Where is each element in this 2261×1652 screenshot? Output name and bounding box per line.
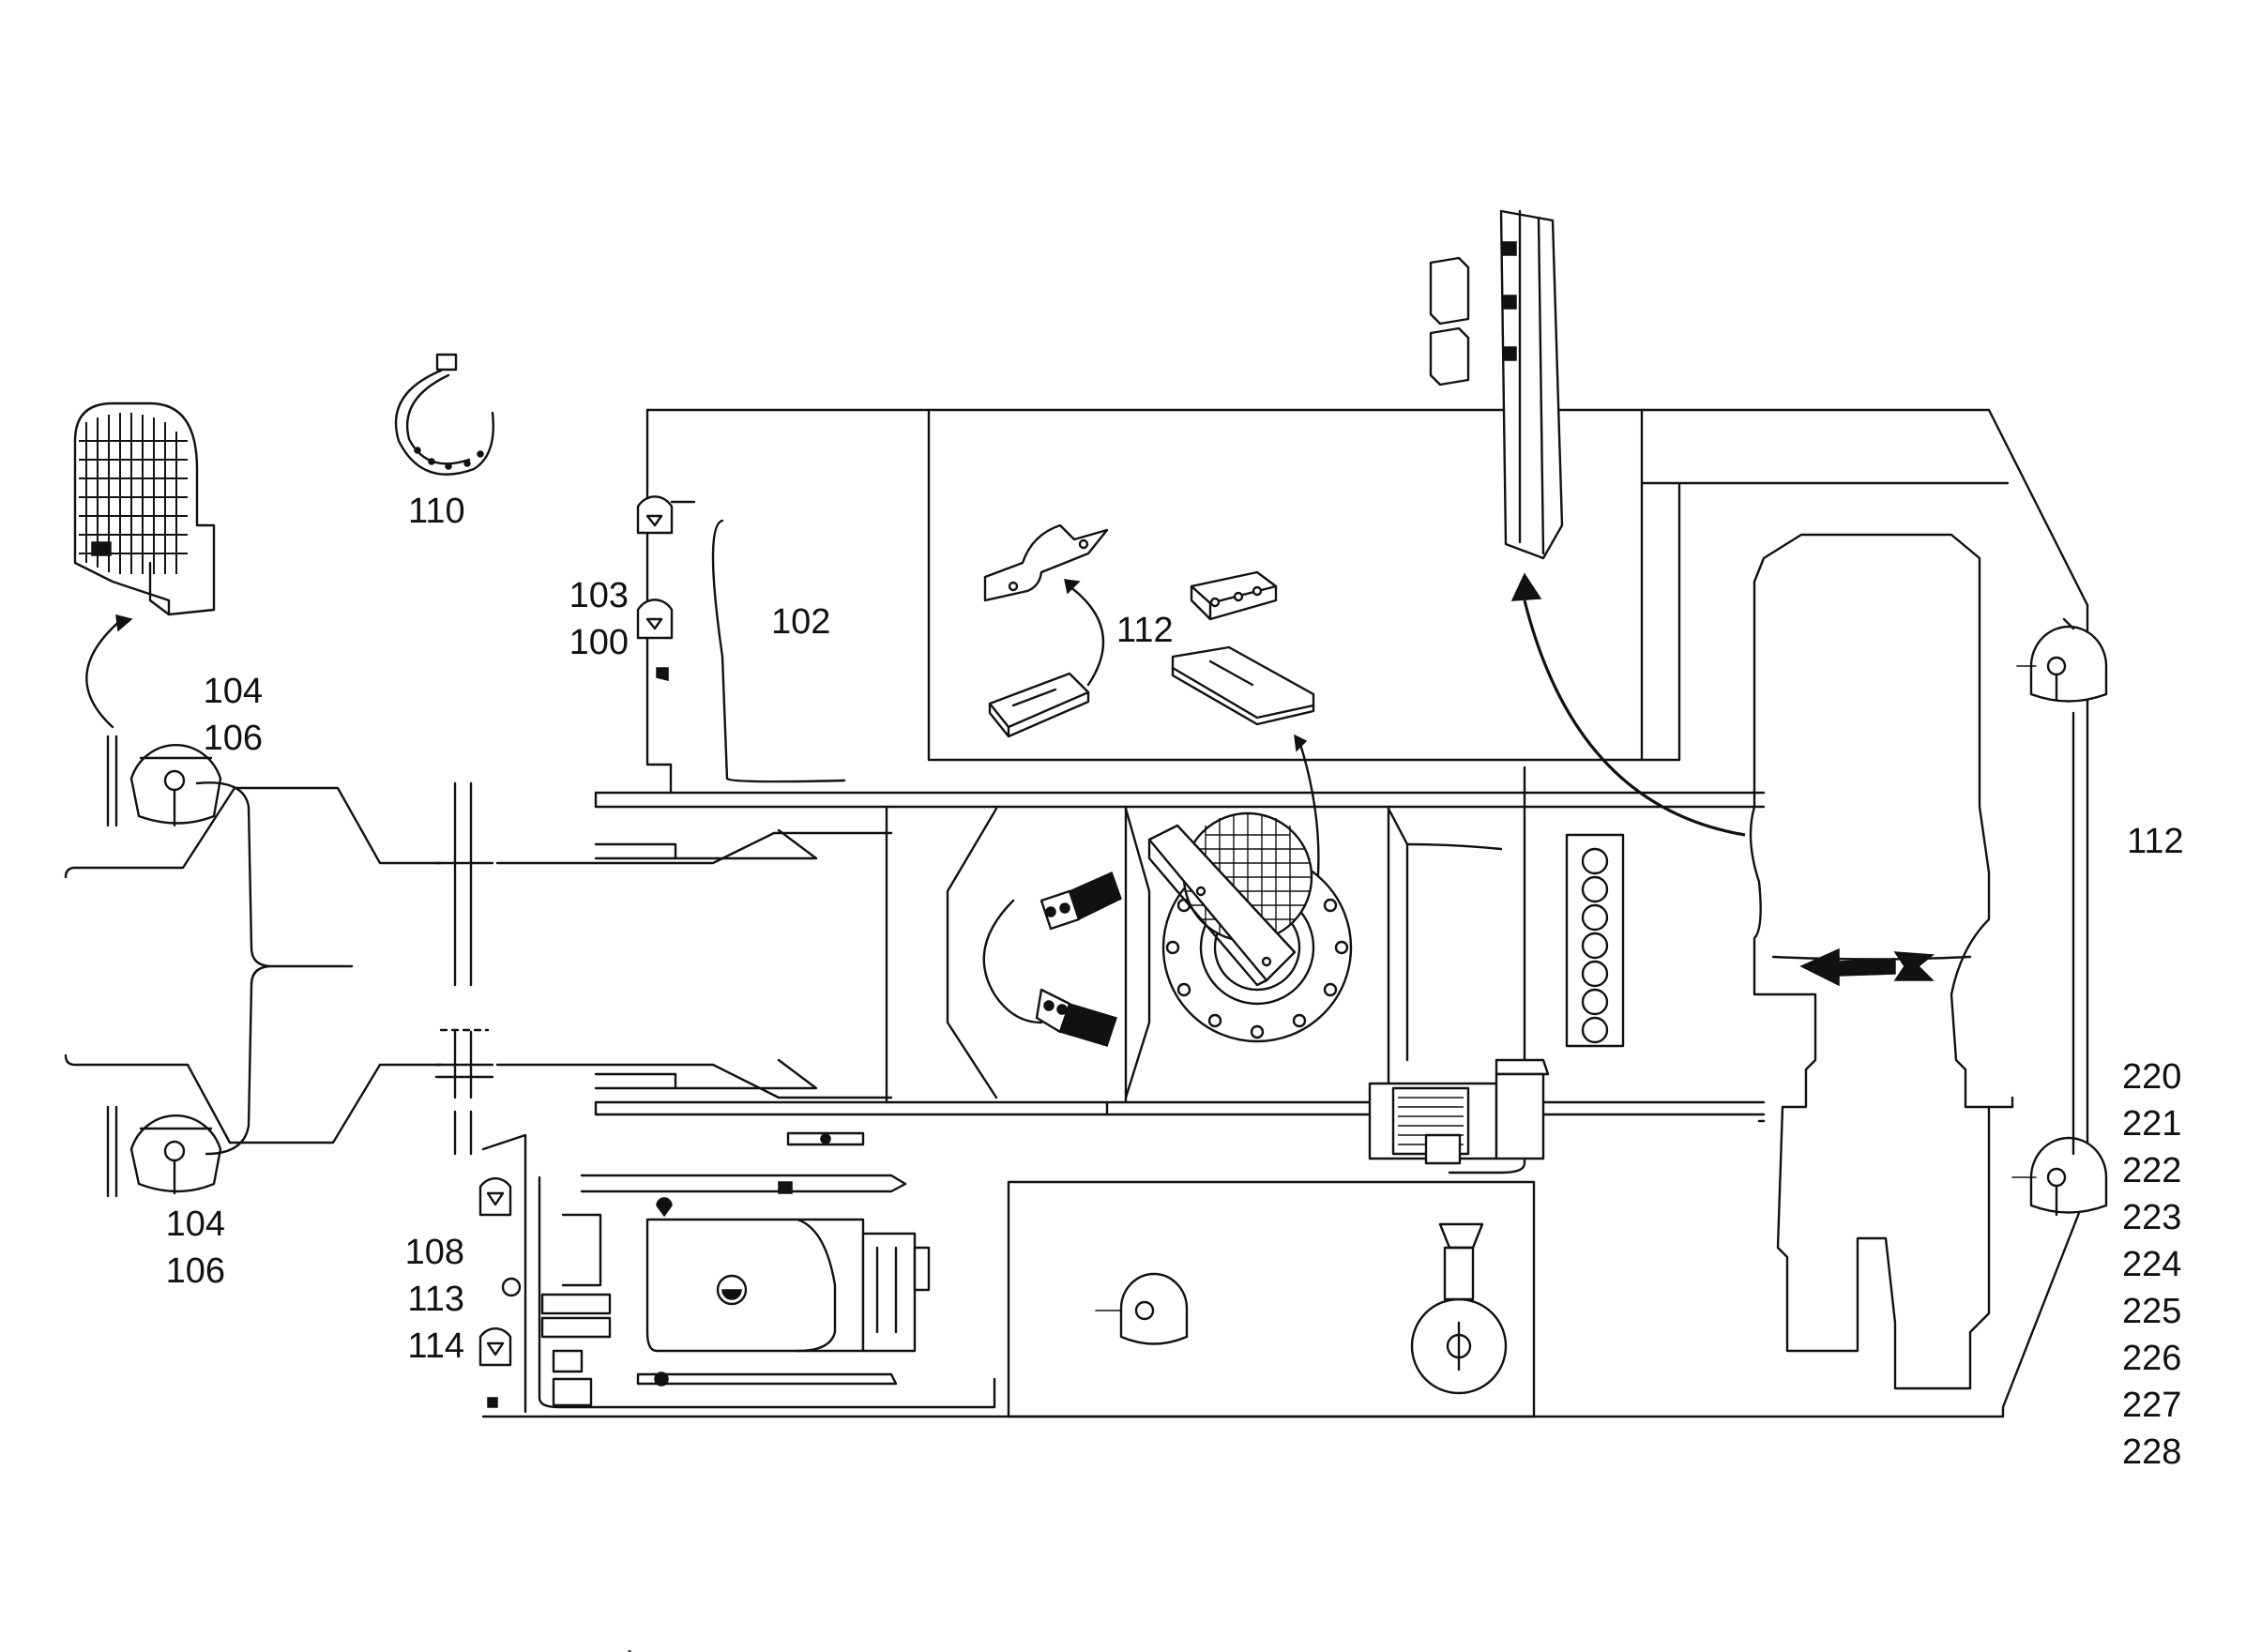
main-chassis	[495, 791, 1766, 1116]
label-221: 221	[2122, 1104, 2182, 1144]
label-225: 225	[2122, 1292, 2182, 1331]
curved-arrow-bracket	[1068, 584, 1105, 687]
bracket-bar	[1190, 570, 1278, 621]
label-102: 102	[771, 602, 831, 642]
small-blocks	[1429, 256, 1470, 386]
upper-housing-102	[645, 408, 2089, 795]
label-104-top: 104	[203, 672, 263, 711]
label-227: 227	[2122, 1386, 2182, 1425]
label-grid-part: 104 106	[188, 668, 263, 762]
bracket-saddle	[983, 523, 1109, 602]
cable-center	[1448, 765, 1526, 1175]
bracket-block	[988, 672, 1090, 738]
left-sensor-upper	[106, 735, 222, 827]
label-106-bottom: 106	[165, 1251, 225, 1291]
label-upper-housing: 102	[771, 599, 830, 645]
label-220: 220	[2122, 1057, 2182, 1097]
label-104-bottom: 104	[165, 1205, 225, 1244]
lower-left-sensor-b	[478, 1327, 512, 1408]
label-226: 226	[2122, 1339, 2182, 1378]
left-sensor-lower	[106, 1105, 222, 1198]
lower-center-housing	[1007, 1180, 1536, 1418]
label-110: 110	[408, 492, 465, 531]
label-222: 222	[2122, 1151, 2182, 1190]
sensor-pair-lower	[1035, 988, 1117, 1047]
label-upper-left-sensor: 103 100	[554, 572, 629, 666]
label-113: 113	[407, 1280, 464, 1319]
break-lines	[434, 781, 494, 1156]
bracket-plate	[1171, 645, 1315, 726]
bold-arrow-up	[1523, 599, 1746, 837]
tall-bracket	[1499, 209, 1564, 560]
angle-bracket	[1147, 824, 1297, 987]
motor	[1368, 1058, 1550, 1165]
sensor-pair-upper	[1039, 871, 1122, 931]
label-112-right: 112	[2127, 822, 2184, 861]
right-sensor-upper	[2016, 625, 2108, 703]
lower-left-housing	[481, 1131, 996, 1414]
right-sensor-lower	[2011, 1136, 2108, 1217]
curved-arrow-sensors	[982, 899, 1043, 1024]
label-lower-housing-sensors: 108 113 114	[389, 1229, 464, 1370]
right-wiring	[2062, 617, 2075, 1156]
label-right-side: 112	[2127, 818, 2184, 865]
label-103: 103	[569, 576, 629, 615]
left-sensor-wiring	[195, 781, 354, 1156]
bolt-column	[1565, 833, 1625, 1048]
label-band-clamp: 110	[408, 488, 465, 535]
label-114: 114	[407, 1326, 464, 1366]
curved-arrow-grid	[85, 617, 124, 729]
label-112-brackets: 112	[1116, 611, 1174, 650]
label-108: 108	[404, 1233, 464, 1272]
upper-sensor-a	[636, 495, 696, 535]
lower-left-sensor-a	[478, 1177, 512, 1217]
label-lower-left-sensor: 104 106	[150, 1201, 225, 1295]
label-106-top: 106	[203, 719, 263, 758]
label-brackets: 112	[1116, 607, 1174, 654]
bold-arrow-left	[1799, 947, 1935, 987]
upper-sensor-b	[636, 599, 674, 681]
label-224: 224	[2122, 1245, 2182, 1284]
label-100: 100	[569, 623, 629, 662]
left-round-body	[64, 786, 443, 1144]
grid-part	[73, 402, 216, 616]
label-223: 223	[2122, 1198, 2182, 1237]
label-228: 228	[2122, 1432, 2182, 1472]
label-right-sensor-list: 220 221 222 223 224 225 226 227 228	[2122, 1053, 2181, 1476]
band-clamp-110	[394, 353, 494, 476]
